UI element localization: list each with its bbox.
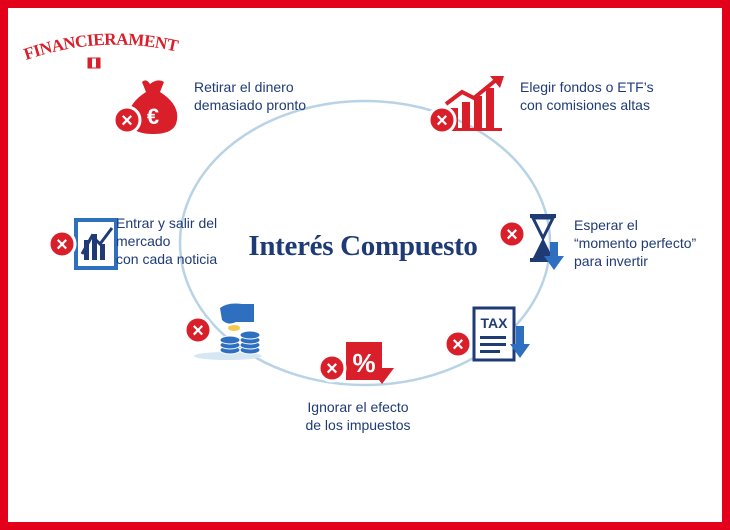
- svg-text:×: ×: [192, 320, 204, 342]
- peru-flag-icon: [87, 57, 101, 69]
- percent-down-icon: % ×: [317, 342, 394, 384]
- node-label-retirar: Retirar el dinero demasiado pronto: [194, 79, 307, 113]
- percent-symbol: %: [352, 348, 375, 378]
- node-label-impuestos: Ignorar el efecto de los impuestos: [305, 399, 411, 433]
- x-mark: ×: [121, 110, 133, 132]
- node-label-entrar: Entrar y salir del mercado con cada noti…: [116, 215, 218, 267]
- svg-text:×: ×: [326, 358, 338, 380]
- tax-document-icon: TAX ×: [443, 306, 530, 362]
- diagram-canvas: FINANCIERAMENTE Interés Compuesto € × Re…: [8, 8, 722, 522]
- svg-text:×: ×: [56, 234, 68, 256]
- svg-text:×: ×: [452, 334, 464, 356]
- hand-coins-icon: ×: [183, 303, 262, 360]
- center-title: Interés Compuesto: [248, 230, 478, 262]
- rising-chart-icon: ×: [427, 76, 504, 134]
- node-label-esperar: Esperar el “momento perfecto” para inver…: [574, 217, 697, 269]
- money-bag-euro-icon: € ×: [112, 80, 178, 135]
- hourglass-down-icon: ×: [497, 214, 564, 270]
- market-chart-icon: ×: [47, 218, 118, 270]
- euro-symbol: €: [147, 104, 159, 129]
- node-label-fondos: Elegir fondos o ETF’s con comisiones alt…: [520, 79, 654, 113]
- logo: FINANCIERAMENTE: [22, 30, 181, 69]
- svg-text:×: ×: [436, 110, 448, 132]
- tax-text: TAX: [481, 315, 509, 331]
- svg-text:×: ×: [506, 224, 518, 246]
